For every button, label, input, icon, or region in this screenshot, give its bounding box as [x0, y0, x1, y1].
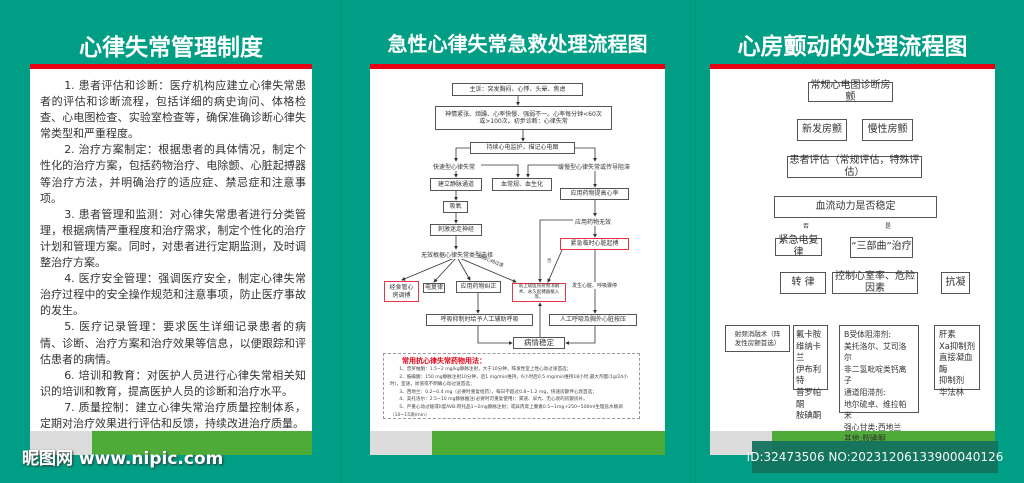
red-strip: [370, 64, 665, 69]
red-strip: [710, 64, 995, 69]
flow-node-complaint: 主诉：突发胸闷、心悸、头晕、焦虑: [452, 83, 583, 96]
drug-item: 强心甘类:西地兰: [844, 422, 902, 432]
drug-item: 直接凝血酶: [939, 352, 973, 374]
drug-item: 通道阻滞剂:: [844, 387, 886, 397]
flow-node-implant: 就上级医院射频消融术、永久起搏器植入等。: [512, 283, 566, 302]
af-label-no: 否: [803, 223, 810, 230]
af-node-rate-control: 控制心室率、危险因素: [832, 271, 918, 294]
flow-label-no: 否: [547, 259, 552, 264]
drug-item: 非二氢吡啶类钙离子: [844, 364, 907, 386]
site-watermark: 昵图网 www.nipic.com: [22, 449, 224, 469]
rule-paragraph: 1. 患者评估和诊断：医疗机构应建立心律失常患者的评估和诊断流程，包括详细的病史…: [40, 79, 306, 141]
drug-item: 维纳卡兰: [796, 340, 822, 363]
footer-green-block: [92, 431, 312, 455]
drug-item: 抑制剂: [939, 375, 965, 386]
footer-gray-block: [370, 431, 432, 455]
drug-usage-item: 5、严重心动过缓或II度AVB:阿托品1~2mg静脉注射；或异丙肾上腺素0.5~…: [390, 404, 623, 418]
panel-divider: [695, 0, 696, 483]
flow-node-raise-rate: 应用药物提高心率: [560, 188, 629, 200]
drug-item: 胺碘酮: [796, 410, 822, 421]
flow-node-cpr: 人工呼吸及胸外心脏按压: [549, 314, 637, 326]
management-rules: 1. 患者评估和诊断：医疗机构应建立心律失常患者的评估和诊断流程，包括详细的病史…: [40, 78, 306, 432]
flow-node-oxygen: 吸氧: [443, 201, 468, 213]
af-rate-drug-list: B受体阻滞剂: 美托洛尔、艾司洛尔 非二氢吡啶类钙离子 通道阻滞剂: 地尔硫卓、…: [839, 325, 919, 443]
drug-item: 美托洛尔、艾司洛尔: [844, 341, 907, 363]
flow-node-symptoms: 神情紧张、烦躁、心率快慢、强弱不一。心率每分钟<60次或>100次。初步诊断：心…: [435, 106, 612, 130]
drug-item: 地尔硫卓、维拉帕米: [844, 399, 907, 421]
flow-node-pacing: 紧急临时心脏起搏: [560, 238, 629, 250]
red-strip: [30, 64, 312, 69]
af-node-new: 新发房颤: [797, 119, 847, 141]
af-node-rhythm: 转 律: [780, 272, 826, 294]
drug-item: 其他:胺碘酮: [844, 434, 886, 444]
af-node-ecg: 常规心电图诊断房颤: [808, 80, 893, 103]
rule-paragraph: 6. 培训和教育：对医护人员进行心律失常相关知识的培训和教育，提高医护人员的诊断…: [40, 368, 306, 398]
panel-divider: [341, 0, 342, 483]
flow-label-drug-fail: 应用药物无效: [575, 217, 612, 226]
af-label-yes: 是: [885, 223, 892, 230]
drug-item: 普罗帕酮: [796, 386, 822, 409]
rule-paragraph: 4. 医疗安全管理：强调医疗安全，制定心律失常治疗过程中的安全操作规范和注意事项…: [40, 272, 306, 318]
drug-item: Xa抑制剂: [939, 340, 975, 351]
image-id-badge: ID:32473506 NO:20231206133900040126: [747, 441, 1003, 473]
right-panel-title: 心房颤动的处理流程图: [737, 34, 968, 60]
af-node-chronic: 慢性房颤: [862, 119, 913, 141]
drug-usage-heading: 常用抗心律失常药物用法：: [402, 357, 486, 365]
footer-green-block: [432, 431, 665, 455]
flow-node-vagal: 刺激迷走神经: [430, 224, 482, 236]
flow-label-fast: 快速型心律失常: [433, 162, 476, 171]
flow-label-slow: 缓慢型心律失常或传导阻滞: [558, 162, 631, 171]
af-node-hemodynamics: 血流动力是否稳定: [774, 196, 937, 218]
af-node-ablation: 射频消融术（阵发性房颤首选）: [725, 325, 790, 352]
af-rhythm-drug-list: 氟卡胺 维纳卡兰 伊布利特 普罗帕酮 胺碘酮: [793, 325, 828, 420]
flow-node-monitor: 持续心电监护，描记心电图: [470, 142, 575, 154]
rule-paragraph: 3. 患者管理和监测：对心律失常患者进行分类管理，根据病情严重程度和治疗需求，制…: [40, 207, 306, 270]
flow-node-iv: 建立静脉通道: [430, 178, 482, 191]
left-panel-card: [30, 64, 312, 455]
flow-node-stable: 病情稳定: [513, 337, 565, 349]
af-anticoag-drug-list: 肝素 Xa抑制剂 直接凝血酶 抑制剂 华法林: [934, 325, 980, 397]
flow-node-blood: 血常规、血生化: [492, 178, 552, 191]
af-node-three-step: “三部曲”治疗: [850, 237, 913, 258]
flow-label-arrest: 发生心脏、呼吸骤停: [572, 282, 618, 289]
drug-item: 氟卡胺: [796, 329, 822, 339]
drug-usage-item: 3、西地兰：0.2~0.4 mg（必要时重复给药），每日不超过0.8~1.2 m…: [399, 389, 597, 395]
footer-gray-block: [30, 431, 92, 455]
drug-usage-item: 4、美托洛尔：2.5~10 mg静脉推注(必要时可重复使用)：窦速、早亢、无心衰…: [399, 397, 588, 403]
drug-usage-box: 常用抗心律失常药物用法： 1、普罗帕酮：1.5~2 mg/kg静脉注射，大于10…: [383, 353, 640, 419]
rule-paragraph: 2. 治疗方案制定：根据患者的具体情况，制定个性化的治疗方案，包括药物治疗、电除…: [40, 143, 306, 205]
drug-usage-item: 2、胺碘酮：150 mg静脉注射10分钟，后1 mg/min维持，6小时后0.5…: [390, 374, 628, 388]
rule-paragraph: 5. 医疗记录管理：要求医生详细记录患者的病情、诊断、治疗方案和治疗效果等信息，…: [40, 320, 306, 366]
middle-panel-title: 急性心律失常急救处理流程图: [387, 32, 648, 56]
drug-item: 华法林: [939, 386, 965, 397]
drug-item: 肝素: [939, 329, 956, 339]
drug-item: B受体阻滞剂:: [844, 330, 891, 339]
rule-paragraph: 7. 质量控制：建立心律失常治疗质量控制体系，定期对治疗效果进行评估和反馈，持续…: [40, 400, 306, 430]
drug-item: 伊布利特: [796, 363, 822, 386]
af-node-urgent-cardioversion: 紧急电复律: [775, 235, 822, 258]
drug-usage-item: 1、普罗帕酮：1.5~2 mg/kg静脉注射，大于10分钟，阵发性室上性心动过速…: [399, 367, 572, 372]
flow-node-te-pacing: 经食管心房调搏: [384, 281, 419, 302]
left-panel-title: 心律失常管理制度: [79, 35, 263, 61]
flow-node-assist-breath: 呼吸抑制时给予人工辅助呼吸: [426, 314, 533, 326]
flow-label-choose: 无效根据心律失常类型选择: [421, 250, 494, 259]
af-node-assess: 患者评估（常规评估，特殊评估）: [787, 155, 922, 178]
flow-node-drug-correct: 应用药物纠正: [456, 281, 501, 293]
af-node-anticoag: 抗凝: [941, 272, 970, 294]
flow-node-cardioversion: 电复律: [423, 283, 445, 293]
